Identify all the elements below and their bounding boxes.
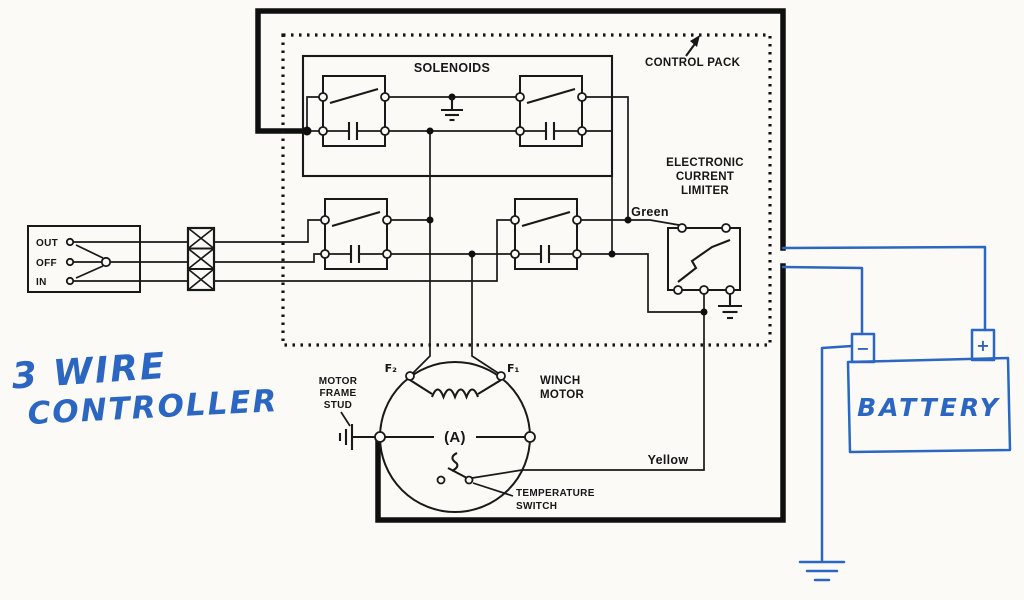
junction-dot — [608, 250, 616, 258]
switch-position-out: OUT — [36, 238, 58, 249]
f1-label: F₁ — [507, 362, 520, 375]
winch-motor-label-2: MOTOR — [540, 389, 584, 401]
heavy-battery-cable — [255, 8, 786, 523]
wire-battery-positive — [781, 245, 987, 332]
temp-switch-contact — [436, 475, 446, 485]
frame-stud-label-2: FRAME — [319, 388, 356, 399]
motor-terminal-f2 — [405, 371, 415, 381]
frame-stud-pointer — [340, 411, 351, 427]
switch-contact — [65, 237, 75, 247]
limiter-terminal — [673, 285, 683, 295]
control-pack-boundary — [281, 33, 772, 347]
switch-contact — [65, 276, 75, 286]
temp-switch-label-2: SWITCH — [516, 501, 557, 512]
frame-stud-label-3: STUD — [324, 400, 352, 411]
coil-lead — [409, 379, 433, 395]
negative-label: − — [856, 339, 869, 358]
junction-dot — [468, 250, 476, 258]
control-pack-arrowhead — [690, 35, 700, 47]
junction-dot — [302, 126, 312, 136]
armature-label: (A) — [444, 429, 466, 446]
solenoid-top-right — [514, 74, 588, 148]
limiter-terminal — [721, 223, 731, 233]
control-pack: CONTROL PACK — [281, 33, 772, 347]
ground-symbol-top — [441, 97, 463, 122]
wire-right-drop-2 — [586, 130, 613, 254]
winch-motor-label-1: WINCH — [540, 375, 580, 387]
winch-motor: (A) F₂ F₁ WINCH MOTOR TEMPERATURE SWITCH — [374, 361, 595, 513]
ground-symbol-limiter — [718, 294, 742, 320]
control-pack-label: CONTROL PACK — [645, 57, 741, 69]
limiter-label-3: LIMITER — [681, 185, 729, 197]
temp-switch-contact — [464, 475, 474, 485]
yellow-wire-label: Yellow — [648, 453, 689, 467]
switch-contact — [65, 257, 75, 267]
limiter-label-1: ELECTRONIC — [666, 157, 744, 169]
handwritten-note: 3 WIRE CONTROLLER — [10, 346, 279, 432]
motor-terminal-right — [524, 431, 536, 443]
temp-switch-arm — [447, 467, 468, 479]
switch-body — [27, 225, 141, 293]
control-wires — [140, 219, 511, 282]
electronic-current-limiter: ELECTRONIC CURRENT LIMITER — [666, 157, 744, 320]
temp-switch-element — [451, 452, 459, 472]
motor-terminal-f1 — [496, 371, 506, 381]
wire-green — [581, 219, 680, 226]
temp-switch-pointer — [472, 482, 514, 497]
cable-ground — [375, 263, 786, 523]
battery: − + BATTERY — [781, 245, 1012, 582]
battery-body — [846, 356, 1012, 454]
solenoid-assembly-box — [301, 54, 614, 178]
solenoids-label: SOLENOIDS — [414, 61, 490, 75]
wire-feed-upper — [306, 96, 319, 131]
frame-stud-label-1: MOTOR — [319, 376, 358, 387]
switch-position-in: IN — [36, 277, 47, 288]
positive-label: + — [976, 336, 989, 355]
motor-terminal-left — [374, 431, 386, 443]
field-coil — [431, 388, 479, 400]
wire-off — [140, 253, 321, 263]
wire-yellow — [522, 312, 705, 471]
limiter-element — [677, 239, 731, 283]
limiter-terminal — [699, 285, 709, 295]
ground-symbol-battery — [798, 560, 846, 582]
switch-common-contact — [100, 256, 112, 268]
wire-out — [140, 219, 321, 243]
remote-control-switch: OUT OFF IN — [27, 225, 141, 293]
switch-arm — [75, 244, 104, 259]
control-pack-wiring: Green Yellow — [302, 93, 708, 471]
limiter-terminal — [677, 223, 687, 233]
solenoid-assembly: SOLENOIDS — [301, 54, 614, 271]
limiter-terminal — [725, 285, 735, 295]
switch-position-off: OFF — [36, 258, 57, 269]
wire-battery-negative — [781, 265, 864, 336]
junction-dot — [700, 308, 708, 316]
battery-positive-terminal — [970, 328, 996, 362]
coil-lead — [477, 379, 502, 395]
battery-label: BATTERY — [857, 393, 1001, 422]
temp-switch-label-1: TEMPERATURE — [516, 488, 595, 499]
f2-label: F₂ — [385, 362, 398, 375]
wire-to-limiter — [581, 253, 705, 313]
connector-plug — [186, 226, 216, 292]
switch-arm — [75, 265, 104, 279]
junction-dot — [624, 216, 632, 224]
junction-dot — [426, 127, 434, 135]
wire-right-drop-1 — [586, 96, 629, 220]
motor-frame-stud: MOTOR FRAME STUD — [319, 376, 375, 450]
solenoid-mid-left — [319, 197, 393, 271]
connector-hatch — [187, 227, 215, 291]
wire-to-f2 — [412, 131, 431, 374]
junction-dot — [426, 216, 434, 224]
solenoid-mid-right — [509, 197, 583, 271]
solenoid-top-left — [317, 74, 391, 148]
wire-to-f1 — [471, 254, 499, 374]
green-wire-label: Green — [631, 205, 669, 219]
temp-switch-lead — [471, 469, 523, 479]
limiter-label-2: CURRENT — [676, 171, 734, 183]
wire-battery-ground — [820, 344, 854, 562]
cable-positive — [255, 8, 786, 251]
wire-in — [140, 219, 511, 282]
